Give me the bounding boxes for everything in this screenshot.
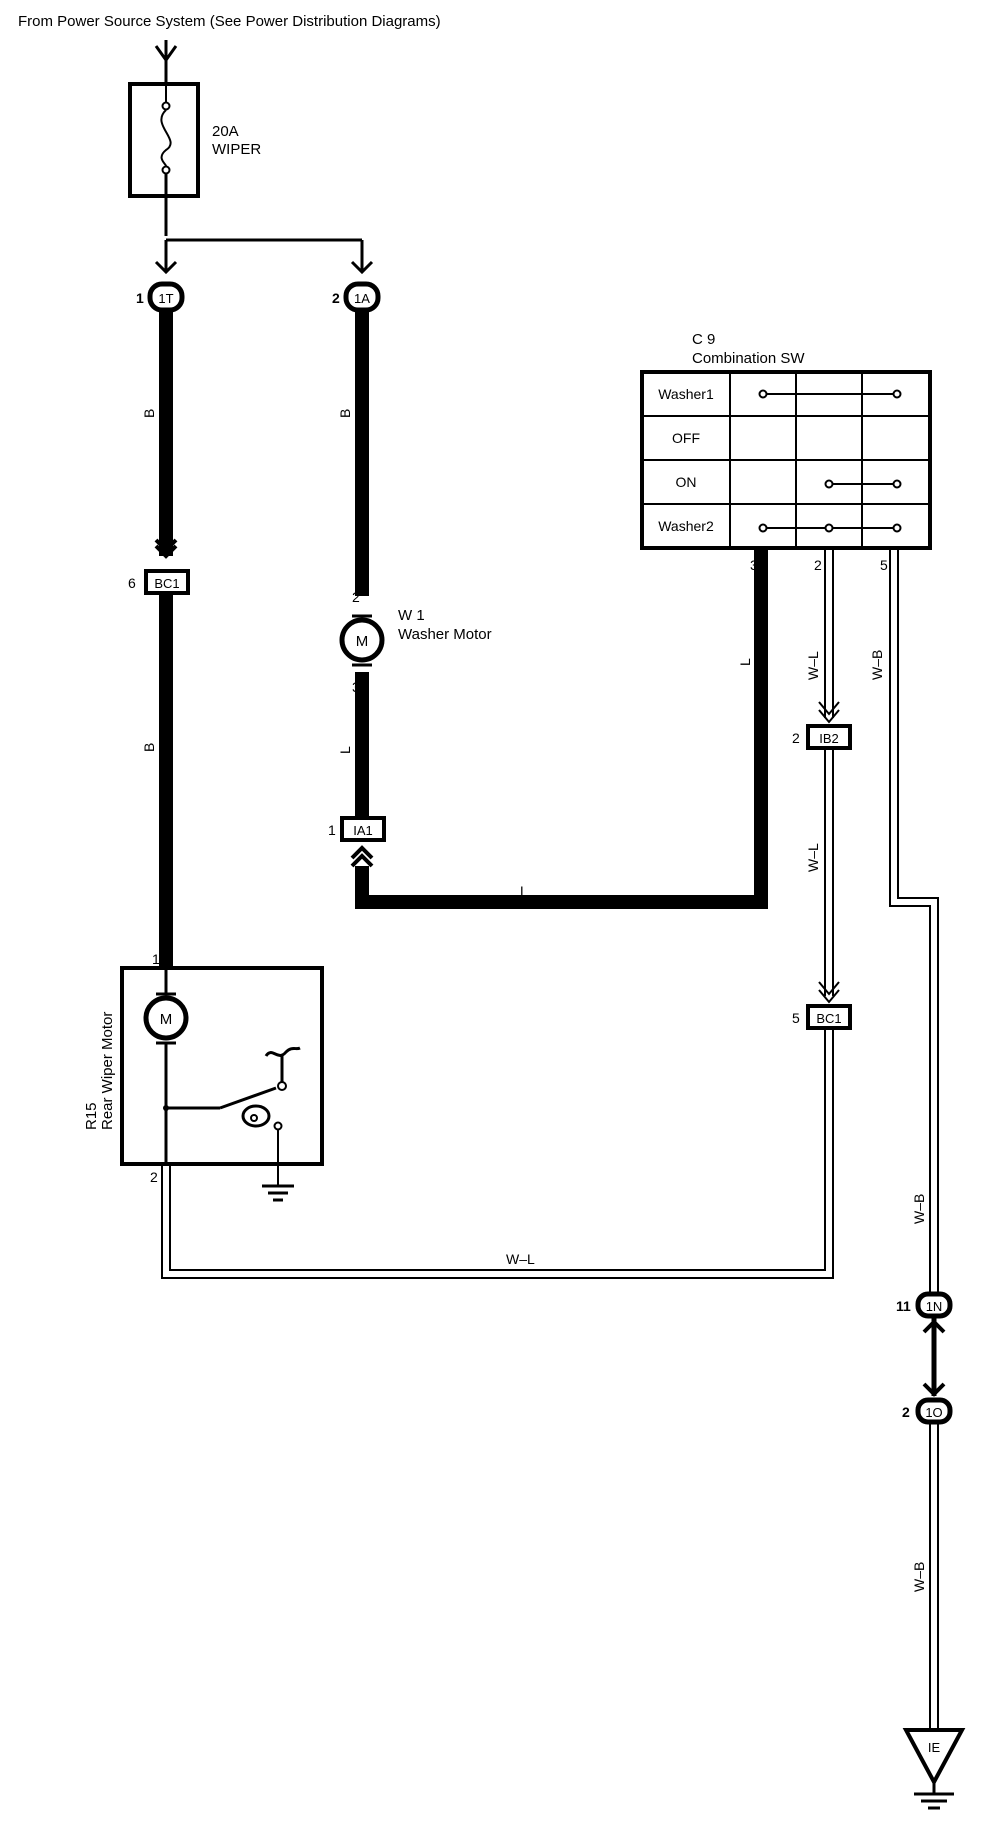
wl-wire-switch-ib2 — [818, 548, 840, 724]
wire-label-b1: B — [141, 409, 157, 418]
rear-wiper-motor-code: R15 — [83, 1102, 100, 1130]
connector-bc1-top-pin: 6 — [128, 575, 136, 591]
connector-ia1-pin: 1 — [328, 822, 336, 838]
connector-ib2-id: IB2 — [819, 731, 839, 746]
washer-motor-name: Washer Motor — [398, 626, 492, 643]
switch-row-washer1: Washer1 — [658, 386, 714, 402]
ground-ie — [902, 1728, 966, 1810]
connector-1O-pin: 2 — [902, 1404, 910, 1420]
ground-ie-label: IE — [928, 1740, 941, 1755]
link-1n-1o — [922, 1318, 946, 1397]
wire-label-b2: B — [141, 743, 157, 752]
source-note: From Power Source System (See Power Dist… — [18, 13, 441, 30]
switch-contacts — [758, 389, 902, 533]
connector-bc1-top — [144, 538, 190, 595]
rear-wiper-motor-pin-top: 1 — [152, 951, 160, 967]
fuse-20a-wiper — [128, 82, 200, 236]
l-wire-switch — [355, 548, 768, 909]
fuse-name: WIPER — [212, 141, 261, 158]
wb-wire-1o-ground — [929, 1424, 939, 1730]
combination-switch-table — [640, 370, 932, 550]
source-arrow — [154, 40, 178, 82]
connector-1A-id: 1A — [354, 291, 370, 306]
wire-label-l2: L — [520, 883, 528, 899]
connector-ia1 — [340, 816, 386, 868]
switch-pin-3: 3 — [750, 557, 758, 573]
connector-1N-pin: 11 — [896, 1298, 911, 1314]
connector-1N-id: 1N — [926, 1299, 943, 1314]
switch-code: C 9 — [692, 331, 715, 348]
connector-1A — [343, 260, 381, 313]
rear-wiper-motor — [120, 966, 324, 1202]
washer-motor-pin-top: 2 — [352, 589, 360, 605]
rear-wiper-motor-name: Rear Wiper Motor — [99, 1012, 116, 1130]
connector-ia1-id: IA1 — [353, 823, 373, 838]
connector-1T-pin: 1 — [136, 290, 144, 306]
washer-motor — [339, 614, 385, 667]
connector-1N — [915, 1291, 953, 1319]
switch-pin-2: 2 — [814, 557, 822, 573]
connector-ib2-pin: 2 — [792, 730, 800, 746]
connector-1O — [915, 1397, 953, 1425]
connector-bc1-right-id: BC1 — [816, 1011, 841, 1026]
connector-bc1-top-id: BC1 — [154, 576, 179, 591]
switch-pin-5: 5 — [880, 557, 888, 573]
switch-row-washer2: Washer2 — [658, 518, 714, 534]
connector-ib2 — [806, 724, 852, 750]
connector-bc1-right-pin: 5 — [792, 1010, 800, 1026]
rear-wiper-motor-symbol: M — [160, 1011, 173, 1028]
wire-label-wb3: W–B — [911, 1562, 927, 1592]
wire-label-wl3: W–L — [506, 1251, 535, 1267]
wire-label-b3: B — [337, 409, 353, 418]
wire-label-wb2: W–B — [911, 1194, 927, 1224]
fuse-rating: 20A — [212, 123, 239, 140]
switch-row-on: ON — [676, 474, 697, 490]
connector-1T — [147, 240, 185, 313]
connector-1A-pin: 2 — [332, 290, 340, 306]
wire-label-l1: L — [337, 746, 353, 754]
wire-label-wl2: W–L — [805, 843, 821, 872]
wb-wire-switch-1n — [889, 548, 939, 1292]
wl-wire-ib2-bc1 — [818, 750, 840, 1004]
connector-1O-id: 1O — [925, 1405, 942, 1420]
wire-label-l3: L — [737, 658, 753, 666]
washer-motor-code: W 1 — [398, 607, 425, 624]
wire-label-wb1: W–B — [869, 650, 885, 680]
connector-1T-id: 1T — [158, 291, 173, 306]
switch-row-off: OFF — [672, 430, 700, 446]
wire-label-wl1: W–L — [805, 651, 821, 680]
switch-name: Combination SW — [692, 350, 805, 367]
washer-motor-symbol: M — [356, 633, 369, 650]
connector-bc1-right — [806, 1004, 852, 1030]
rear-wiper-motor-pin-bottom: 2 — [150, 1169, 158, 1185]
wl-wire-bc1-motor — [161, 1030, 834, 1279]
